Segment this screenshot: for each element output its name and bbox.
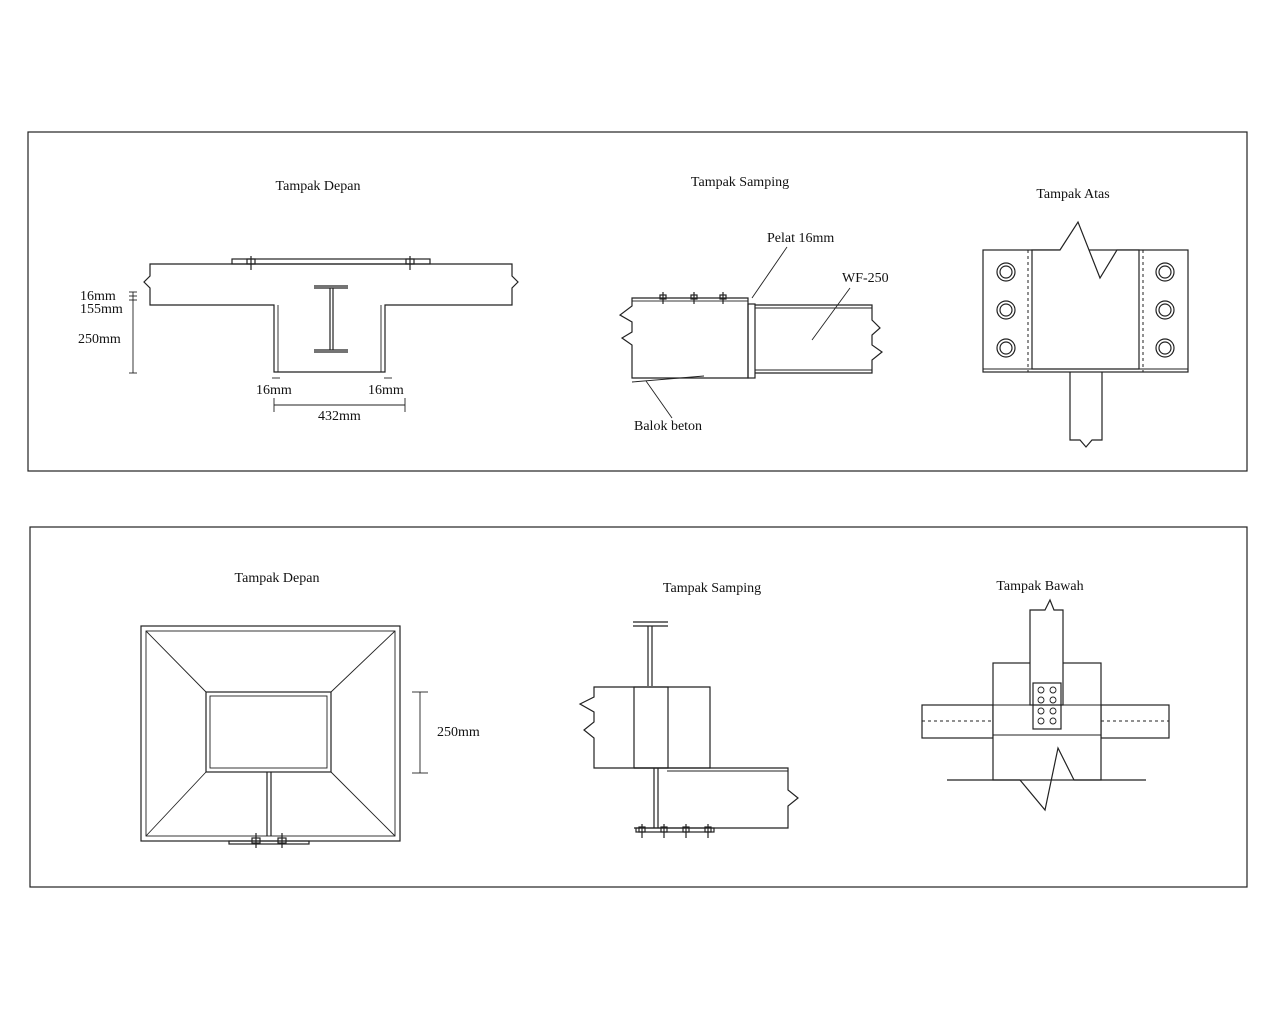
bottom-plan-title: Tampak Bawah [996, 579, 1083, 594]
top-plan-title: Tampak Atas [1036, 187, 1109, 202]
top-side-view: Tampak Samping Pelat 16mm WF-250 Balok b… [618, 175, 889, 434]
bottom-side-view: Tampak Samping [578, 581, 799, 838]
bottom-front-title: Tampak Depan [235, 571, 320, 586]
bottom-plan-view: Tampak Bawah [921, 579, 1170, 812]
top-front-view: Tampak Depan 16mm 155mm 250mm 16mm 16mm [78, 179, 519, 424]
top-side-title: Tampak Samping [691, 175, 789, 190]
dim-250mm-label: 250mm [78, 332, 121, 347]
balok-beton-label: Balok beton [634, 419, 702, 434]
bottom-dim-250mm-label: 250mm [437, 725, 480, 740]
dim-155mm-label: 155mm [80, 302, 123, 317]
dim-432mm-label: 432mm [318, 409, 361, 424]
panel-bottom-frame [29, 526, 1248, 888]
dim-left-16mm-label: 16mm [256, 383, 292, 398]
dim-16mm-label: 16mm [80, 289, 116, 304]
bottom-side-title: Tampak Samping [663, 581, 761, 596]
top-front-title: Tampak Depan [276, 179, 361, 194]
panel-top-frame [27, 131, 1248, 472]
wf-250-label: WF-250 [842, 271, 889, 286]
dim-right-16mm-label: 16mm [368, 383, 404, 398]
plate-16mm-label: Pelat 16mm [767, 231, 834, 246]
bottom-front-view: Tampak Depan 250mm [140, 571, 480, 848]
top-plan-view: Tampak Atas [982, 187, 1189, 448]
